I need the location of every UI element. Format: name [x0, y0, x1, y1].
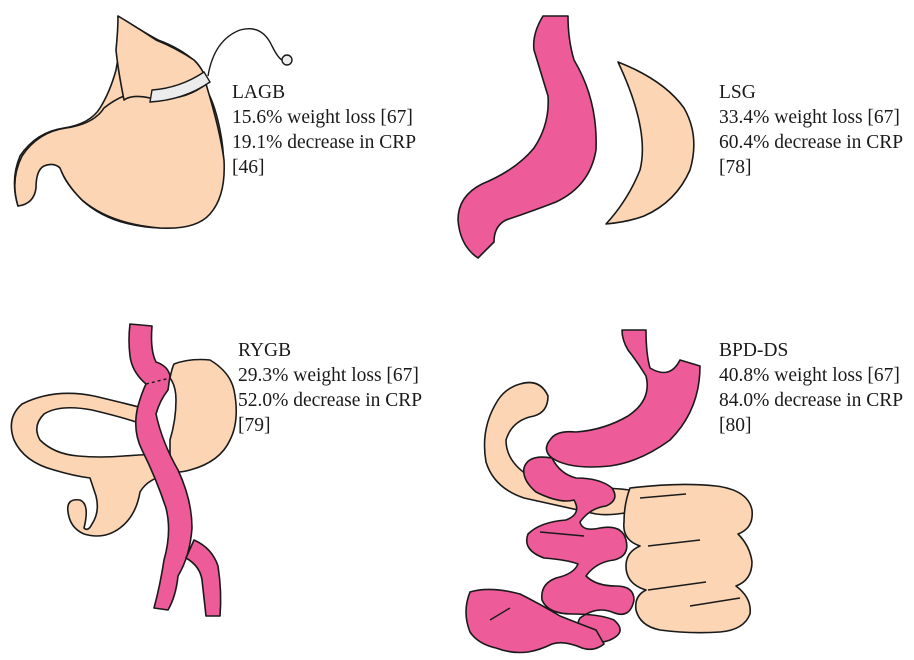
- bpdds-weight-loss: 40.8% weight loss [67]: [719, 363, 903, 388]
- bpdds-label: BPD-DS 40.8% weight loss [67] 84.0% decr…: [719, 338, 903, 438]
- lagb-port: [282, 55, 292, 65]
- bpdds-ref: [80]: [719, 413, 903, 438]
- rygb-common-channel: [186, 540, 221, 616]
- lsg-label: LSG 33.4% weight loss [67] 60.4% decreas…: [719, 80, 903, 180]
- lsg-name: LSG: [719, 80, 903, 105]
- lsg-illustration: [458, 16, 694, 258]
- lagb-tube: [208, 29, 282, 76]
- rygb-crp: 52.0% decrease in CRP: [238, 388, 422, 413]
- lagb-ref: [46]: [232, 155, 416, 180]
- rygb-ref: [79]: [238, 413, 422, 438]
- bpdds-name: BPD-DS: [719, 338, 903, 363]
- lagb-weight-loss: 15.6% weight loss [67]: [232, 105, 416, 130]
- lagb-crp: 19.1% decrease in CRP: [232, 130, 416, 155]
- rygb-label: RYGB 29.3% weight loss [67] 52.0% decrea…: [238, 338, 422, 438]
- bpdds-illustration: [466, 330, 752, 653]
- lagb-stomach-body: [15, 84, 224, 228]
- lsg-crp: 60.4% decrease in CRP: [719, 130, 903, 155]
- lagb-label: LAGB 15.6% weight loss [67] 19.1% decrea…: [232, 80, 416, 180]
- bpdds-crp: 84.0% decrease in CRP: [719, 388, 903, 413]
- lsg-ref: [78]: [719, 155, 903, 180]
- rygb-weight-loss: 29.3% weight loss [67]: [238, 363, 422, 388]
- lsg-removed-stomach: [606, 62, 694, 224]
- lsg-sleeve: [458, 16, 596, 258]
- rygb-illustration: [11, 324, 236, 616]
- bpdds-alimentary-coils: [624, 484, 752, 632]
- bpdds-sleeve: [546, 330, 700, 467]
- lsg-weight-loss: 33.4% weight loss [67]: [719, 105, 903, 130]
- rygb-remnant-stomach: [170, 360, 236, 473]
- rygb-name: RYGB: [238, 338, 422, 363]
- lagb-name: LAGB: [232, 80, 416, 105]
